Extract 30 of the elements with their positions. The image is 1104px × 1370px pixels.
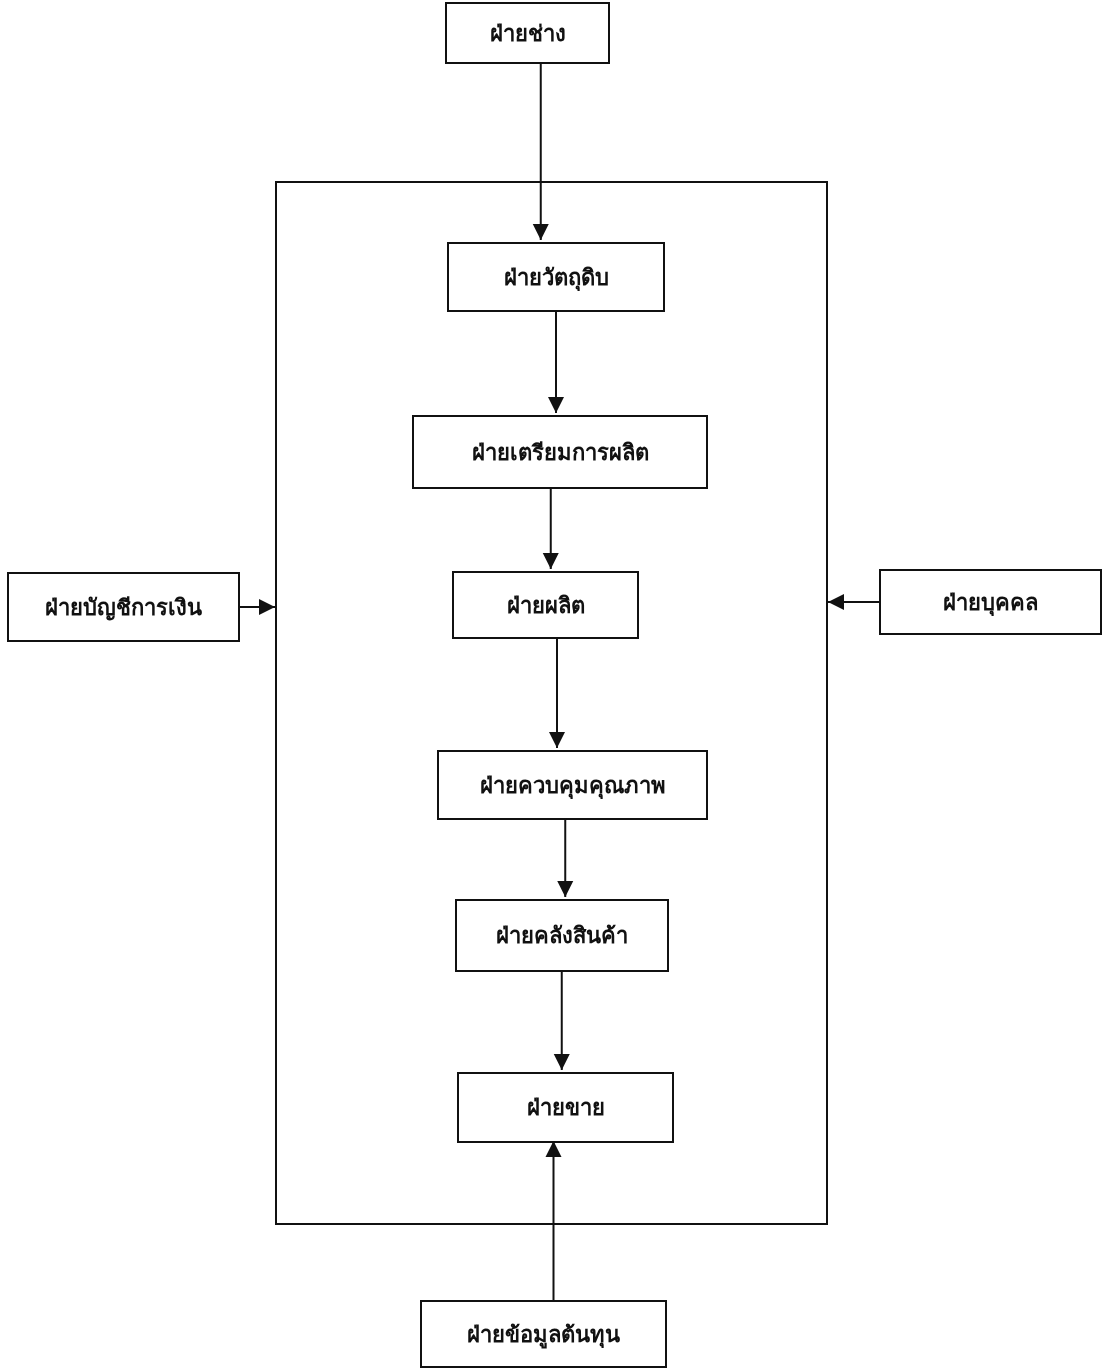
department-box <box>455 899 669 972</box>
arrow <box>239 599 276 615</box>
department-box <box>452 571 639 639</box>
department-box <box>7 572 240 642</box>
department-box <box>437 750 708 820</box>
department-name: ฝ่ายควบคุมคุณภาพ <box>479 771 666 801</box>
arrow <box>557 817 574 898</box>
arrow <box>827 594 880 610</box>
arrow <box>532 63 549 241</box>
department-box <box>457 1072 674 1143</box>
arrow <box>545 1140 562 1301</box>
department-box <box>445 2 610 64</box>
department-box <box>879 569 1102 635</box>
arrow <box>549 636 565 749</box>
department-name: ฝ่ายข้อมูลต้นทุน <box>467 1320 620 1351</box>
department-name: ฝ่ายช่าง <box>489 19 566 48</box>
department-name: ฝ่ายขาย <box>526 1094 605 1122</box>
department-name: ฝ่ายผลิต <box>506 591 585 620</box>
department-name: ฝ่ายบัญชีการเงิน <box>45 593 202 623</box>
department-name: ฝ่ายบุคคล <box>943 588 1038 618</box>
department-name: ฝ่ายวัตถุดิบ <box>503 263 609 293</box>
arrow <box>542 486 559 570</box>
arrow <box>548 309 564 414</box>
department-box <box>420 1300 667 1368</box>
department-box <box>447 242 665 312</box>
department-name: ฝ่ายคลังสินค้า <box>496 922 628 950</box>
department-name: ฝ่ายเตรียมการผลิต <box>471 438 649 467</box>
frame-box <box>275 181 828 1225</box>
department-box <box>412 415 708 489</box>
arrow <box>553 969 570 1071</box>
